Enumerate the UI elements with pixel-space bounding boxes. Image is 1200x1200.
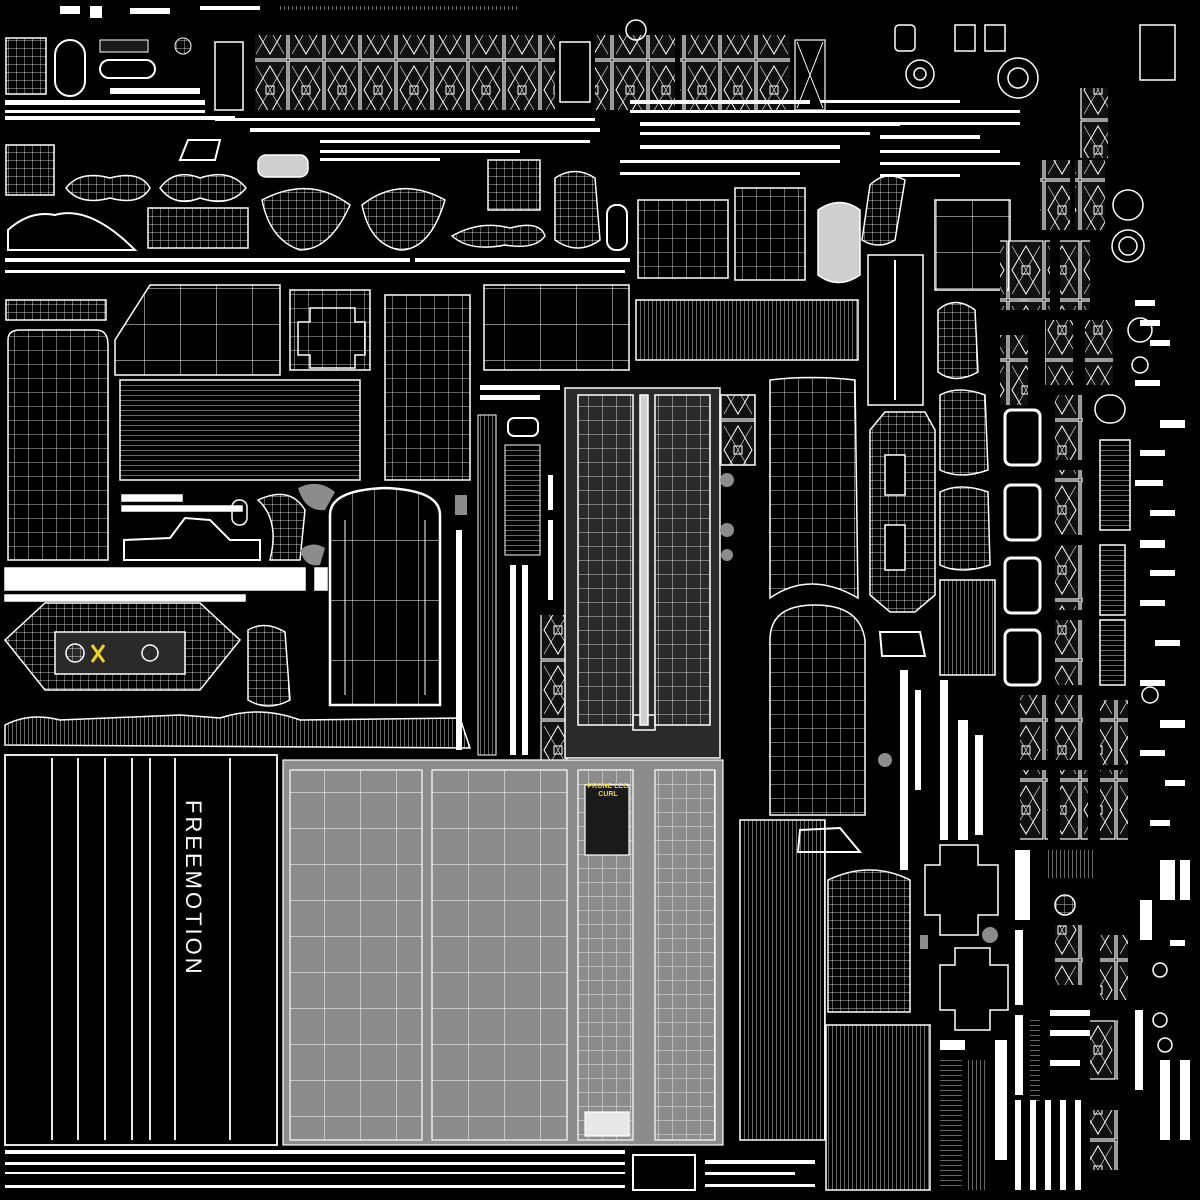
gray-panel-block: [282, 759, 724, 1146]
console-piece: [3, 602, 472, 749]
gray-fill-pieces: [298, 483, 467, 566]
horizontal-strip-band: [215, 100, 1020, 177]
exercise-sticker-label: PRONE LEG CURL: [587, 783, 629, 798]
divider-line-1: [5, 258, 410, 262]
center-vertical-strips: [456, 385, 568, 760]
curved-pieces-row: [5, 139, 906, 284]
top-left-pieces: [5, 6, 520, 120]
top-card-row: [214, 35, 826, 111]
tube-pieces: [719, 254, 936, 1191]
bottom-rails: [5, 1150, 815, 1191]
bench-seat-piece: [328, 486, 442, 707]
lower-right-bars: [900, 670, 1095, 1190]
far-right-clutter: [1135, 300, 1190, 1140]
top-right-rings: [625, 19, 1176, 263]
right-shield-pieces: [934, 199, 1131, 687]
right-card-grid: [1000, 88, 1128, 1170]
brand-logo-text: FREEMOTION: [181, 800, 206, 977]
left-block: [4, 284, 859, 602]
cross-shaped-pieces: [297, 307, 1009, 1031]
frame-panels: [564, 387, 721, 759]
upholstery-block: [4, 754, 278, 1146]
far-right-circles: [1054, 317, 1173, 1053]
gray-small-column: [720, 473, 998, 949]
